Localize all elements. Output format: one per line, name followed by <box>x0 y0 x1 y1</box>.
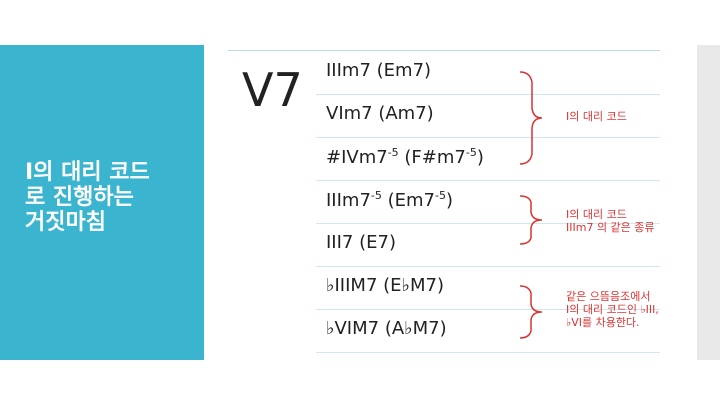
chord-text: IIIm7 (Em7) <box>326 60 432 81</box>
note-line: 같은 으뜸음조에서 <box>566 290 651 303</box>
chord-row: III7 (E7) <box>316 224 660 267</box>
note-line: IIIm7 의 같은 종류 <box>566 221 655 234</box>
group-bracket <box>519 71 543 165</box>
chord-row: IIIm7 (Em7) <box>316 52 660 95</box>
title-panel <box>0 45 204 360</box>
title-line-1: I의 대리 코드 <box>25 160 150 185</box>
chord-text: #IVm7-5 (F#m7-5) <box>326 146 484 168</box>
annotation-note: 같은 으뜸음조에서 I의 대리 코드인 ♭III, ♭VI를 차용한다. <box>566 290 659 329</box>
note-line: I의 대리 코드 <box>566 110 627 123</box>
group-bracket <box>519 195 543 245</box>
chord-row: IIIm7-5 (Em7-5) <box>316 181 660 224</box>
chord-text: VIm7 (Am7) <box>326 103 434 124</box>
dominant-chord-label: V7 <box>242 63 303 117</box>
chord-row: ♭IIIM7 (E♭M7) <box>316 267 660 310</box>
note-line: I의 대리 코드인 ♭III, <box>566 303 659 316</box>
annotation-note: I의 대리 코드 <box>566 110 627 123</box>
note-line: I의 대리 코드 <box>566 208 627 221</box>
top-divider <box>228 50 660 51</box>
title-line-2: 로 진행하는 <box>25 185 134 210</box>
title-line-3: 거짓마침 <box>25 210 106 235</box>
chord-text: ♭VIM7 (A♭M7) <box>326 318 447 339</box>
chord-text: IIIm7-5 (Em7-5) <box>326 189 453 211</box>
chord-row: VIm7 (Am7) <box>316 95 660 138</box>
chord-row: ♭VIM7 (A♭M7) <box>316 310 660 353</box>
group-bracket <box>519 285 543 339</box>
chord-text: ♭IIIM7 (E♭M7) <box>326 275 445 296</box>
chord-text: III7 (E7) <box>326 232 396 253</box>
note-line: ♭VI를 차용한다. <box>566 316 640 329</box>
side-bar <box>697 45 720 360</box>
annotation-note: I의 대리 코드 IIIm7 의 같은 종류 <box>566 208 655 234</box>
chord-row: #IVm7-5 (F#m7-5) <box>316 138 660 181</box>
slide-title: I의 대리 코드 로 진행하는 거짓마침 <box>25 160 200 235</box>
